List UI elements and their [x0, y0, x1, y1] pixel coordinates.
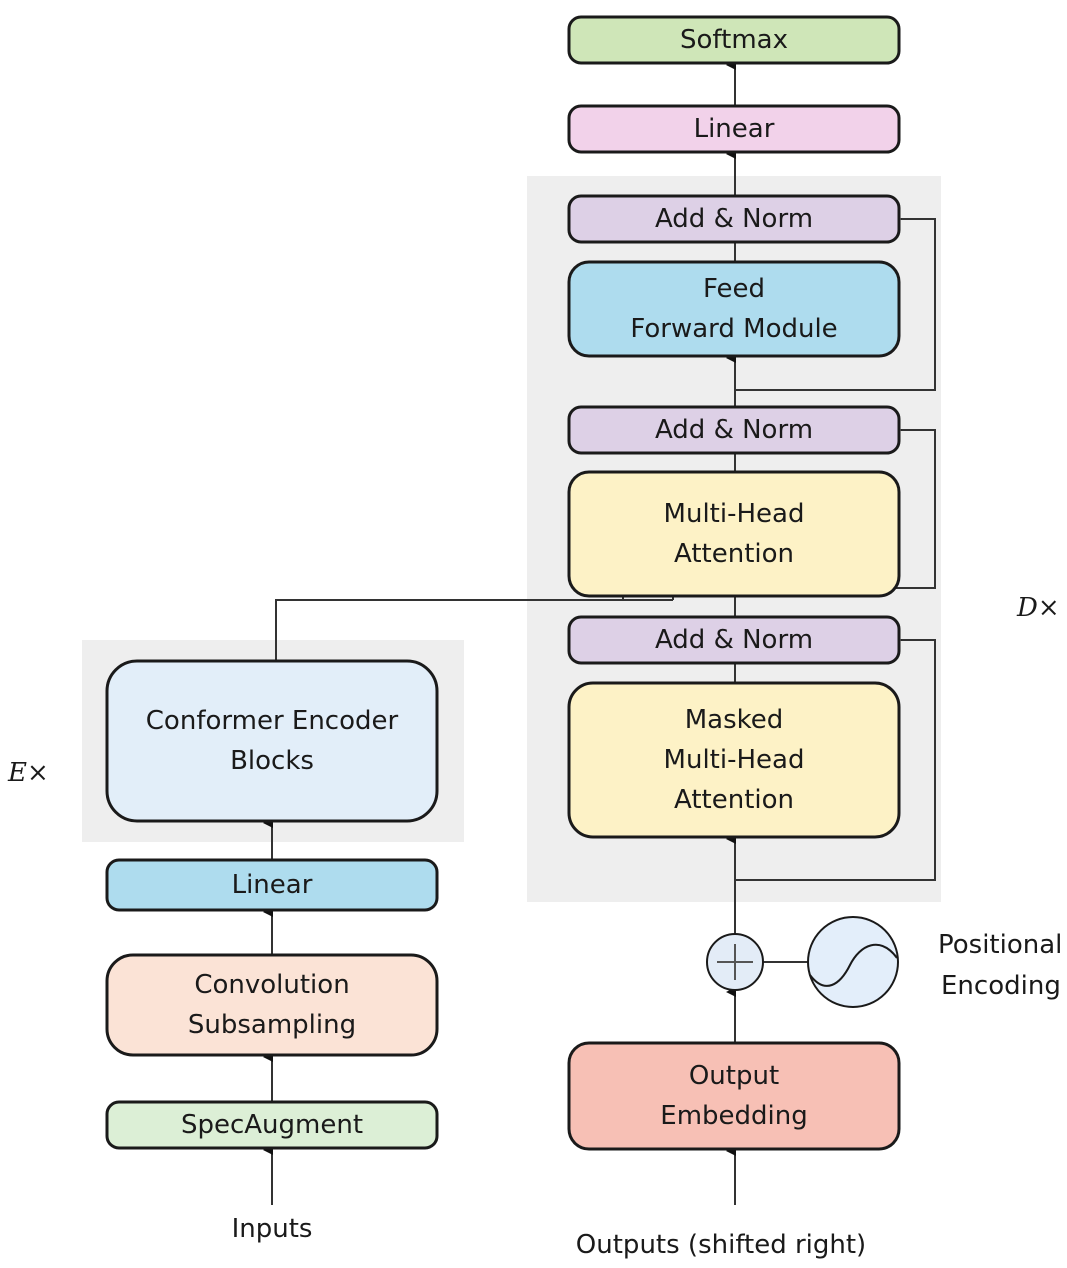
positional-encoding-label-line1: Positional [938, 930, 1062, 960]
positional-encoding-label-line2: Encoding [941, 971, 1061, 1001]
mha-label: Multi-Head [664, 499, 805, 529]
add-norm-1-box [567, 615, 901, 665]
feed-forward-box [567, 260, 901, 358]
conformer-blocks-box [105, 659, 439, 823]
softmax-box [567, 15, 901, 65]
positional-encoding-icon [807, 916, 899, 1008]
add-norm-3-label: Add & Norm [655, 204, 813, 234]
decoder-repeat-label: D× [1016, 593, 1060, 623]
encoder-linear-box [105, 858, 439, 912]
conv-subsampling-label: Subsampling [188, 1010, 356, 1040]
decoder-input-label: Outputs (shifted right) [576, 1230, 866, 1260]
masked-mha-label: Masked [685, 705, 784, 735]
encoder-linear-label: Linear [232, 870, 313, 900]
output-embedding-label: Output [689, 1061, 779, 1091]
mha-label: Attention [674, 539, 794, 569]
conformer-blocks-label: Blocks [230, 746, 314, 776]
conv-subsampling-label: Convolution [194, 970, 349, 1000]
conv-subsampling-box [105, 953, 439, 1057]
output-embedding-label: Embedding [660, 1101, 807, 1131]
residual-3 [735, 214, 936, 391]
mha-box [567, 470, 901, 598]
add-operator [706, 933, 764, 991]
masked-mha-label: Multi-Head [664, 745, 805, 775]
conformer-blocks-label: Conformer Encoder [146, 706, 399, 736]
add-norm-2-block: Add & Norm [567, 405, 901, 455]
residual-1 [735, 635, 936, 881]
decoder-linear-box [567, 104, 901, 154]
add-norm-1-block: Add & Norm [567, 615, 901, 665]
softmax-block: Softmax [567, 15, 901, 65]
add-norm-3-block: Add & Norm [567, 194, 901, 244]
spec-augment-block: SpecAugment [105, 1100, 439, 1150]
encoder-linear-block: Linear [105, 858, 439, 912]
add-norm-3-box [567, 194, 901, 244]
softmax-label: Softmax [680, 25, 788, 55]
spec-augment-label: SpecAugment [181, 1110, 363, 1140]
output-embedding-box [567, 1041, 901, 1151]
spec-augment-box [105, 1100, 439, 1150]
decoder-linear-label: Linear [694, 114, 775, 144]
decoder-linear-block: Linear [567, 104, 901, 154]
encoder-output-line [275, 599, 673, 661]
masked-mha-label: Attention [674, 785, 794, 815]
feed-forward-label: Feed [703, 274, 765, 304]
add-norm-2-box [567, 405, 901, 455]
feed-forward-label: Forward Module [630, 314, 837, 344]
masked-mha-box [567, 681, 901, 839]
encoder-input-label: Inputs [232, 1214, 313, 1244]
add-norm-1-label: Add & Norm [655, 625, 813, 655]
encoder-repeat-label: E× [7, 758, 49, 788]
add-norm-2-label: Add & Norm [655, 415, 813, 445]
